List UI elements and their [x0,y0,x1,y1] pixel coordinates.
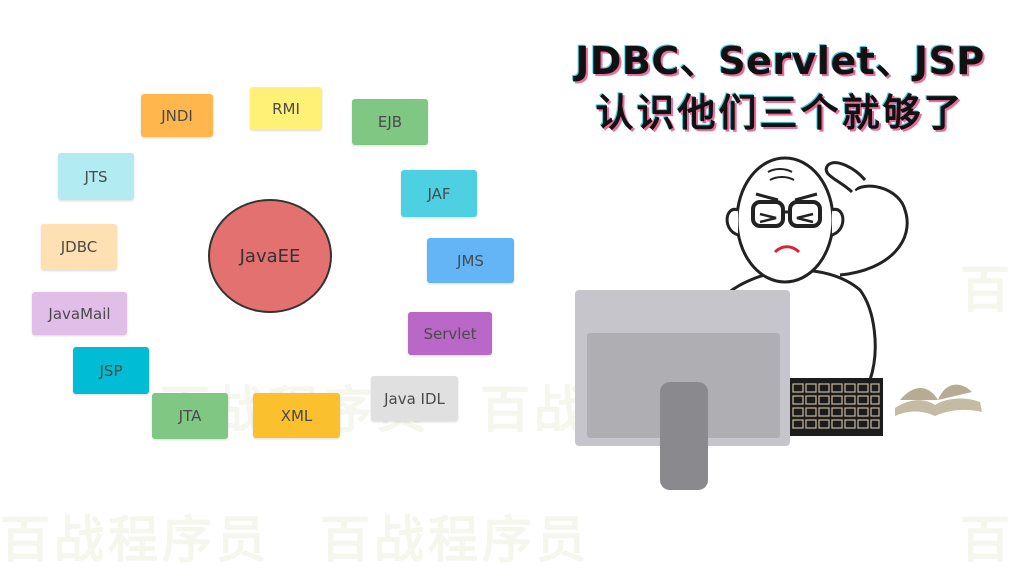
programmer-arm [839,184,909,277]
tag-rmi: RMI [250,87,322,130]
headline-line-2: 认识他们三个就够了 [595,91,965,135]
tag-jdbc: JDBC [41,224,117,270]
tag-servlet: Servlet [408,312,492,355]
monitor-icon [575,290,790,490]
headline-line-1: JDBC、Servlet、JSP [575,39,985,83]
watermark: 百战程序员 [320,511,590,569]
tag-ejb: EJB [352,99,428,145]
programmer-illustration [575,156,982,490]
book-icon [895,384,982,416]
tag-java-idl: Java IDL [371,376,458,421]
keyboard-icon [788,378,883,436]
tag-jaf: JAF [401,170,477,217]
tag-jsp: JSP [73,347,149,394]
tag-jta: JTA [152,393,228,439]
tag-jts: JTS [58,153,134,200]
tag-xml: XML [253,393,340,438]
tag-jndi: JNDI [141,94,213,137]
watermark: 百战程序员 [0,511,270,569]
watermark: 百战程序员 [960,511,1010,569]
tag-jms: JMS [427,238,514,283]
center-node-javaee: JavaEE [208,199,332,313]
tag-javamail: JavaMail [32,292,127,335]
glasses-icon [751,200,822,228]
